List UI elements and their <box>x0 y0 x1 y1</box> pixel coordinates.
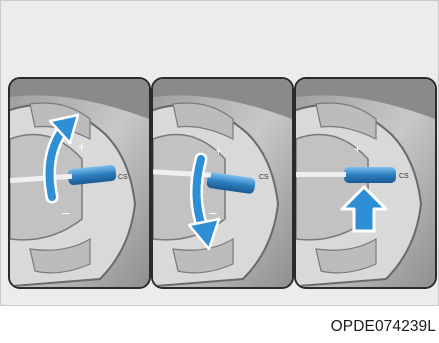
plus-mark: + <box>215 144 222 158</box>
steering-wheel-illustration: + – CS <box>10 79 149 287</box>
illustration-figure: + – CS <box>0 0 439 306</box>
panel-lever-down: + – CS <box>151 77 294 289</box>
plus-mark: + <box>78 140 85 154</box>
curved-arrow-down-icon <box>187 152 221 251</box>
lever-label: CS <box>118 174 128 181</box>
lever-label: CS <box>399 173 409 180</box>
panel-lever-up: + – CS <box>8 77 151 289</box>
lever-label: CS <box>259 174 269 181</box>
plus-mark: + <box>354 142 361 156</box>
minus-mark: – <box>62 204 70 220</box>
curved-arrow-up-icon <box>43 113 80 204</box>
panel-lever-push: + – CS <box>294 77 437 289</box>
minus-mark: – <box>209 204 217 220</box>
steering-wheel-illustration: + – CS <box>296 79 435 287</box>
straight-arrow-up-icon <box>340 185 388 233</box>
steering-wheel-illustration: + – CS <box>153 79 292 287</box>
figure-code: OPDE074239L <box>330 318 436 335</box>
